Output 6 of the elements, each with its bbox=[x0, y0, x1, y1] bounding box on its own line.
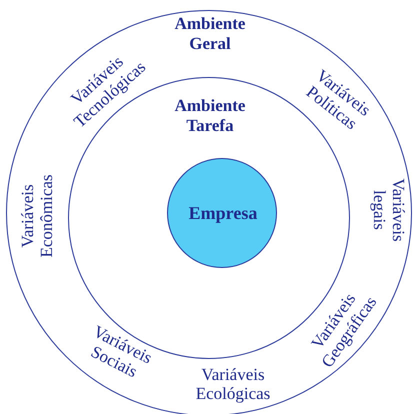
variable-label: Variáveis Econômicas bbox=[19, 173, 57, 260]
center-label: Empresa bbox=[188, 203, 258, 224]
variable-label: Variáveis legais bbox=[369, 177, 407, 244]
variable-label: Variáveis Ecológicas bbox=[194, 366, 272, 404]
ring-title: Ambiente Tarefa bbox=[174, 96, 246, 136]
ring-title: Ambiente Geral bbox=[174, 14, 246, 54]
